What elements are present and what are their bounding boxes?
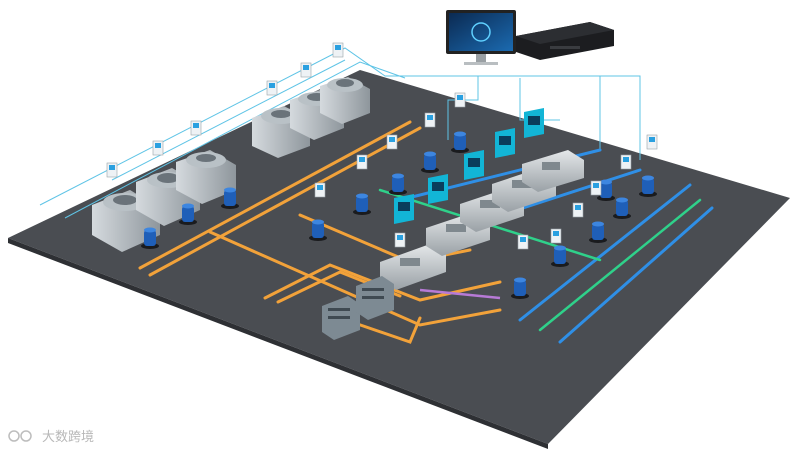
purple-pipes: [419, 288, 501, 300]
water-pump-group: [141, 131, 657, 299]
watermark-text: 大数跨境: [42, 430, 95, 445]
cooling-tower: [320, 77, 370, 124]
sensor-panel: [590, 180, 602, 196]
sensor-panel: [152, 140, 164, 156]
controller-cabinet: [524, 108, 544, 138]
sensor-panel: [424, 112, 436, 128]
water-pump: [451, 131, 469, 153]
monitor: [446, 10, 516, 65]
watermark: 大数跨境: [8, 426, 94, 445]
control-network-lines: [39, 47, 641, 219]
controller-cabinet: [495, 128, 515, 158]
sensor-panel: [394, 232, 406, 248]
controller-cabinet: [394, 194, 414, 224]
water-pump: [221, 187, 239, 209]
sensor-panel: [620, 154, 632, 170]
plate-heat-exchanger: [322, 296, 360, 340]
controller-cabinet-group: [394, 108, 544, 224]
sensor-panel: [454, 92, 466, 108]
industrial-pc: [516, 22, 614, 60]
sensor-panel: [266, 80, 278, 96]
sensor-panel: [572, 202, 584, 218]
water-pump: [597, 179, 615, 201]
water-pump: [141, 227, 159, 249]
water-pump: [551, 245, 569, 267]
chiller: [380, 244, 446, 290]
sensor-panel: [356, 154, 368, 170]
sensor-panel: [190, 120, 202, 136]
sensor-panel: [314, 182, 326, 198]
sensor-panel: [332, 42, 344, 58]
water-pump: [589, 221, 607, 243]
water-pump: [421, 151, 439, 173]
cooling-tower: [176, 150, 236, 204]
sensor-panel: [550, 228, 562, 244]
camera-icon: [8, 429, 32, 442]
plate-heat-exchanger: [356, 276, 394, 320]
floor-edge: [8, 238, 548, 449]
sensor-panel: [517, 234, 529, 250]
water-pump: [511, 277, 529, 299]
controller-cabinet: [464, 150, 484, 180]
water-pump: [639, 175, 657, 197]
sensor-panel: [300, 62, 312, 78]
water-pump: [179, 203, 197, 225]
water-pump: [353, 193, 371, 215]
sensor-panel: [386, 134, 398, 150]
water-pump: [613, 197, 631, 219]
water-pump: [389, 173, 407, 195]
sensor-panel-group: [106, 42, 658, 250]
controller-cabinet: [428, 174, 448, 204]
sensor-panel: [646, 134, 658, 150]
water-pump: [309, 219, 327, 241]
sensor-panel: [106, 162, 118, 178]
chiller: [522, 150, 584, 192]
